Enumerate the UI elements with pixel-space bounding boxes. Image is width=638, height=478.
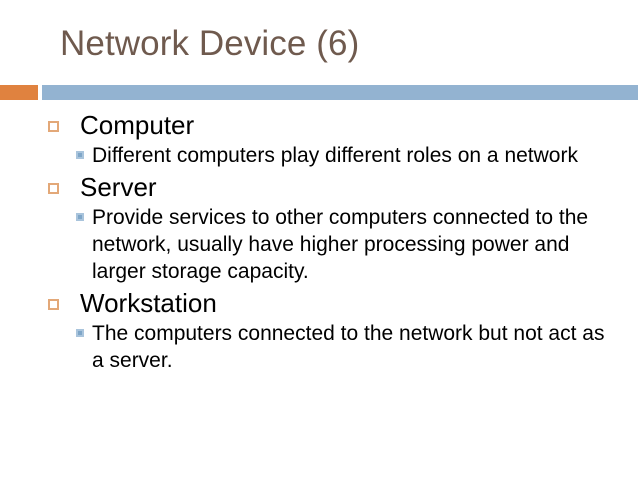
bullet-group: Server Provide services to other compute… [0, 172, 638, 285]
hollow-square-bullet-icon [48, 121, 59, 132]
bullet-level2-label: The computers connected to the network b… [92, 322, 605, 372]
bullet-level2-label: Provide services to other computers conn… [92, 206, 589, 283]
slide-body: Computer Different computers play differ… [0, 110, 638, 377]
divider-accent-block [0, 85, 38, 100]
bullet-level1-label: Workstation [80, 288, 217, 318]
bullet-level1: Computer [0, 110, 638, 141]
bullet-level2: Different computers play different roles… [0, 142, 638, 169]
bullet-group: Workstation The computers connected to t… [0, 288, 638, 374]
hollow-square-bullet-icon [48, 183, 59, 194]
divider-bar [42, 85, 638, 100]
bullet-level2: Provide services to other computers conn… [0, 204, 638, 285]
bullet-level1-label: Server [80, 172, 157, 202]
filled-square-bullet-icon [76, 329, 84, 337]
filled-square-bullet-icon [76, 151, 84, 159]
page-title: Network Device (6) [60, 24, 360, 63]
bullet-group: Computer Different computers play differ… [0, 110, 638, 169]
bullet-level1-label: Computer [80, 110, 195, 140]
bullet-level2: The computers connected to the network b… [0, 320, 638, 374]
bullet-level1: Workstation [0, 288, 638, 319]
bullet-level2-label: Different computers play different roles… [92, 144, 578, 167]
bullet-level1: Server [0, 172, 638, 203]
title-divider [0, 85, 638, 100]
filled-square-bullet-icon [76, 213, 84, 221]
hollow-square-bullet-icon [48, 299, 59, 310]
